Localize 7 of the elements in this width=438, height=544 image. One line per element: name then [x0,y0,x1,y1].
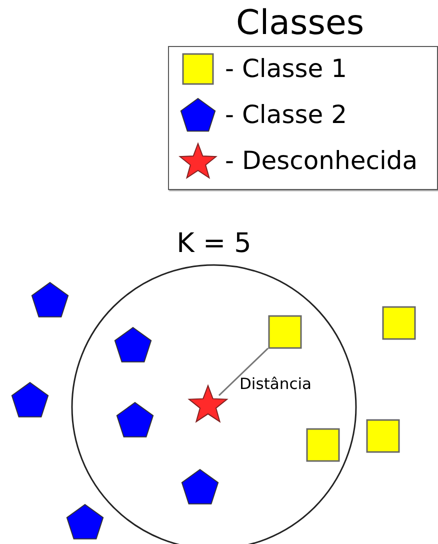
circle-heading: K = 5 [176,228,252,260]
legend-label: - Desconhecida [225,145,418,177]
distance-line [218,348,269,396]
legend-title: Classes [236,6,364,40]
edge-label: Distância [240,374,312,393]
legend-label: - Classe 2 [225,99,347,131]
legend-label: - Classe 1 [225,53,347,85]
